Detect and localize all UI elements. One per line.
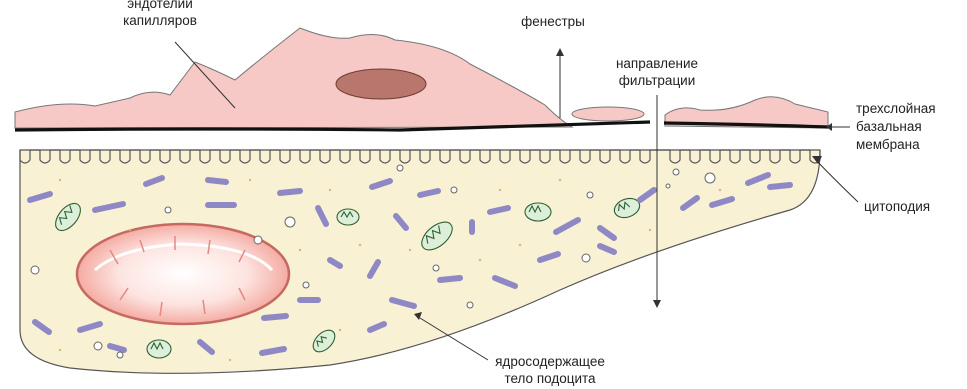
- cytopodia-label-text: цитоподия: [864, 198, 964, 215]
- endothelial-nucleus: [336, 69, 426, 99]
- podocyte-label-line2: тело подоцита: [470, 370, 630, 387]
- fenestrae-label-text: фенестры: [503, 13, 603, 30]
- endothelium-label-line2: капилляров: [105, 12, 215, 29]
- fenestrae-label: фенестры: [503, 13, 603, 30]
- endothelium-label-line1: эндотелий: [105, 0, 215, 12]
- membrane-label: трехслойная базальная мембрана: [856, 100, 966, 154]
- endothelial-fragment: [572, 107, 644, 121]
- filtration-label-line1: направление: [592, 55, 722, 72]
- podocyte-label-line1: ядросодержащее: [470, 353, 630, 370]
- endothelium-label: эндотелий капилляров: [105, 0, 215, 29]
- endothelium: [15, 28, 572, 128]
- slit-space: [18, 133, 823, 148]
- fenestrae-arrow-head: [556, 48, 564, 56]
- filtration-label-line2: фильтрации: [592, 72, 722, 89]
- cytopodia-pointer: [816, 160, 858, 202]
- cytopodia-label: цитоподия: [864, 198, 964, 215]
- filtration-label: направление фильтрации: [592, 55, 722, 89]
- membrane-label-line2: базальная: [856, 118, 966, 136]
- membrane-label-line1: трехслойная: [856, 100, 966, 118]
- podocyte-label: ядросодержащее тело подоцита: [470, 353, 630, 387]
- membrane-label-line3: мембрана: [856, 136, 966, 154]
- filtration-arrow-head: [653, 300, 661, 308]
